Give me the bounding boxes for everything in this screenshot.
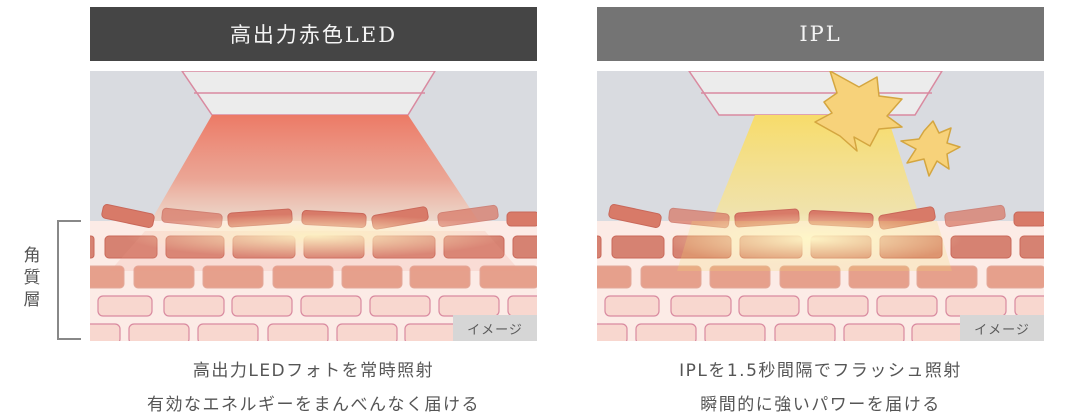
stratum-corneum-label: 角 質 層 xyxy=(20,245,44,311)
flash-burst-small-icon xyxy=(900,120,961,177)
ipl-caption-line2: 瞬間的に強いパワーを届ける xyxy=(700,395,941,415)
ipl-title: IPL xyxy=(799,22,842,46)
led-title: 高出力赤色LED xyxy=(229,23,398,47)
flash-burst-icon xyxy=(814,71,903,152)
image-badge: イメージ xyxy=(960,315,1044,341)
ipl-panel: IPL xyxy=(597,0,1044,419)
led-panel: 高出力赤色LED xyxy=(90,0,537,419)
led-header: 高出力赤色LED xyxy=(90,7,537,61)
ipl-illustration: イメージ xyxy=(597,71,1044,341)
stratum-corneum-bracket xyxy=(57,220,81,340)
ipl-caption-line1: IPLを1.5秒間隔でフラッシュ照射 xyxy=(679,361,962,381)
label-char: 層 xyxy=(23,290,41,310)
label-char: 質 xyxy=(23,268,41,288)
led-caption-line1: 高出力LEDフォトを常時照射 xyxy=(192,361,435,381)
led-skin-diagram xyxy=(90,71,537,341)
led-illustration: イメージ xyxy=(90,71,537,341)
red-light-beam-icon xyxy=(145,115,485,231)
image-badge: イメージ xyxy=(453,315,537,341)
label-char: 角 xyxy=(23,246,41,266)
ipl-header: IPL xyxy=(597,7,1044,61)
ipl-skin-diagram xyxy=(597,71,1044,341)
led-caption-line2: 有効なエネルギーをまんべんなく届ける xyxy=(147,395,480,415)
